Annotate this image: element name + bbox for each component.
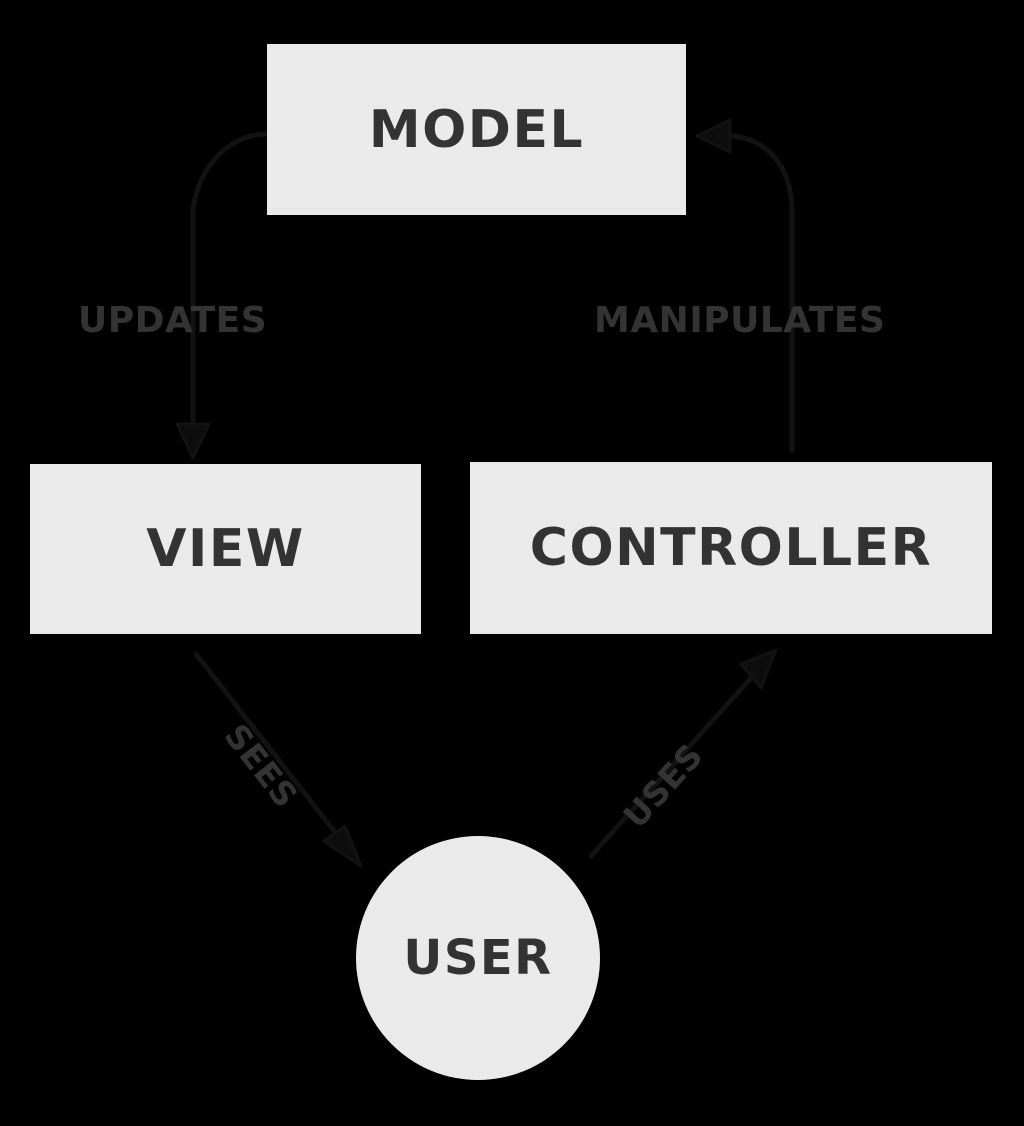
node-view-label: VIEW: [146, 519, 305, 579]
node-controller[interactable]: CONTROLLER: [470, 462, 992, 634]
edge-label-manipulates: MANIPULATES: [594, 300, 886, 341]
edge-label-updates: UPDATES: [78, 300, 268, 341]
edge-label-uses: USES: [615, 735, 711, 836]
node-controller-label: CONTROLLER: [529, 518, 933, 578]
node-user-label: USER: [403, 930, 553, 986]
node-model[interactable]: MODEL: [267, 44, 686, 215]
edge-updates: [175, 131, 270, 460]
edge-manipulates: [695, 118, 795, 453]
node-view[interactable]: VIEW: [30, 464, 421, 634]
node-user[interactable]: USER: [356, 836, 600, 1080]
edge-label-sees: SEES: [216, 716, 306, 816]
node-model-label: MODEL: [368, 99, 585, 160]
